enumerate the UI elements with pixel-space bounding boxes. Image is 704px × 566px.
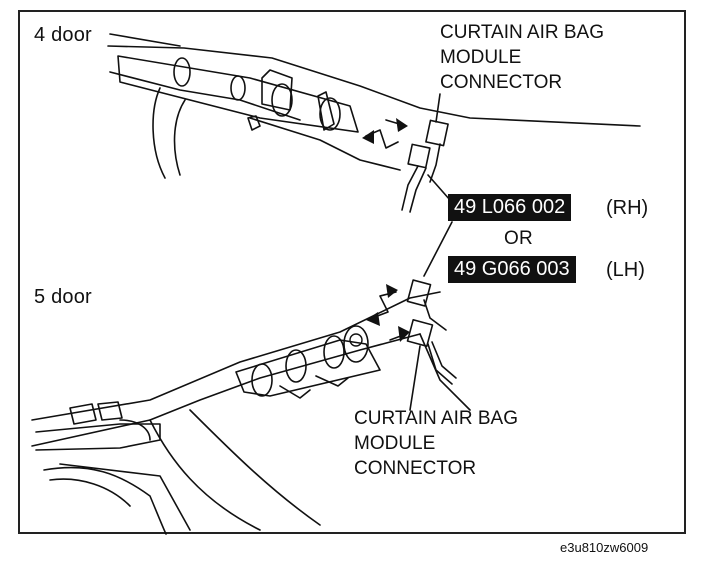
top-connector-label: CURTAIN AIR BAG MODULE CONNECTOR (440, 20, 604, 95)
leader-bottom-connector (409, 345, 421, 411)
bottom-connector-line-3: CONNECTOR (354, 458, 477, 479)
label-leader-4-door (109, 33, 181, 47)
leader-tool-upper (427, 174, 451, 201)
tool-part-number-lh: 49 G066 003 (448, 256, 576, 283)
or-label: OR (504, 228, 533, 249)
bottom-connector-label: CURTAIN AIR BAG MODULE CONNECTOR (354, 406, 518, 481)
figure-id: e3u810zw6009 (560, 540, 649, 555)
tool-part-number-rh: 49 L066 002 (448, 194, 572, 221)
top-connector-line-1: CURTAIN AIR BAG (440, 22, 604, 43)
tool-side-rh: (RH) (606, 197, 649, 219)
tool-side-lh: (LH) (606, 259, 645, 281)
leader-tool-lower (423, 221, 453, 277)
top-connector-line-2: MODULE (440, 47, 522, 68)
leader-top-connector (435, 93, 441, 123)
label-5-door: 5 door (34, 286, 92, 308)
bottom-connector-line-2: MODULE (354, 433, 436, 454)
four-door-connector (401, 119, 449, 213)
label-4-door: 4 door (34, 24, 92, 46)
diagram-frame (18, 10, 686, 534)
four-door-airbag-tube (117, 55, 359, 133)
bottom-connector-line-1: CURTAIN AIR BAG (354, 408, 518, 429)
top-connector-line-3: CONNECTOR (440, 72, 563, 93)
five-door-airbag-tube (35, 325, 381, 451)
five-door-connector (406, 279, 457, 385)
four-door-roof-rail (107, 45, 641, 179)
